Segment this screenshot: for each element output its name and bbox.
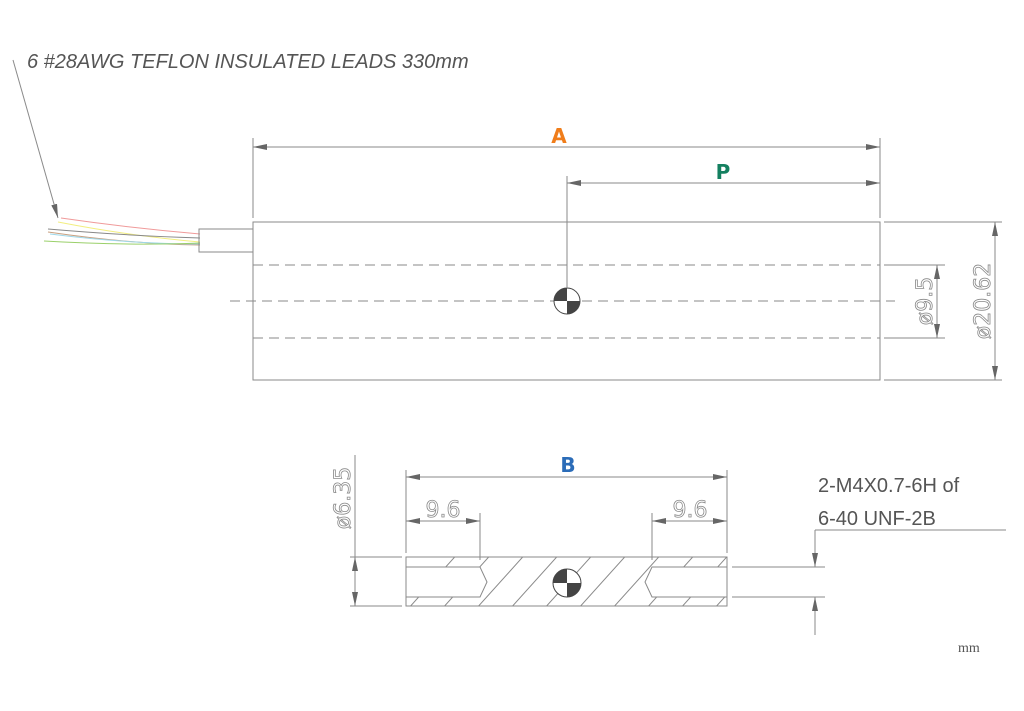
end-diameter-text: ø6.35	[331, 467, 356, 529]
cable-sleeve	[198, 228, 254, 253]
leads-note: 6 #28AWG TEFLON INSULATED LEADS 330mm	[27, 51, 469, 73]
outer-diameter-text: ø20.62	[971, 263, 996, 339]
thread-depth-right-text: 9.6	[673, 498, 708, 523]
leads-leader-arrow	[12, 59, 59, 219]
thread-note-line1: 2-M4X0.7-6H of	[818, 475, 960, 497]
thread-note-line2: 6-40 UNF-2B	[818, 508, 936, 530]
label-b: B	[560, 453, 575, 477]
thread-depth-left-text: 9.6	[426, 498, 461, 523]
center-of-gravity-icon	[553, 287, 581, 315]
unit-label: mm	[958, 641, 980, 656]
sensor-body-section	[405, 556, 728, 607]
center-of-gravity-icon	[552, 568, 582, 598]
lead-wires	[43, 217, 201, 246]
inner-diameter-text: ø9.5	[913, 277, 938, 325]
label-p: P	[716, 160, 731, 184]
label-a: A	[551, 124, 567, 148]
section-hatching	[406, 557, 727, 606]
